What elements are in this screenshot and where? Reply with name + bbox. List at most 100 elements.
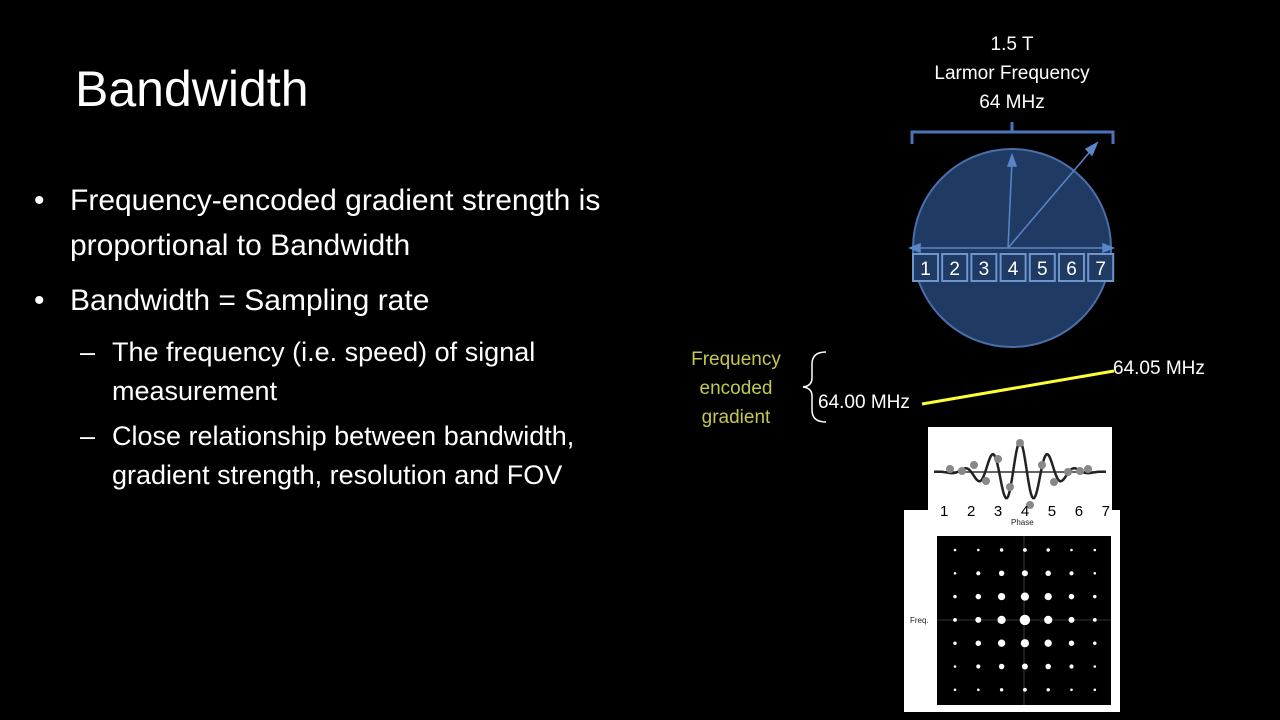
kspace-dot <box>1069 664 1074 669</box>
field-strength: 1.5 T <box>990 34 1034 55</box>
kspace-dot <box>1092 618 1097 622</box>
signal-number: 6 <box>1074 503 1084 520</box>
voxel-box <box>941 253 969 282</box>
kspace-dot <box>999 548 1004 552</box>
kspace-dot <box>1023 548 1027 552</box>
bullet-gradient-strength: • Frequency-encoded gradient strength is… <box>34 178 674 268</box>
signal-number: 1 <box>940 503 949 520</box>
signal-samples <box>946 439 1092 509</box>
gradient-label-line2: encoded <box>699 378 773 399</box>
kspace-dot <box>1019 614 1031 626</box>
kspace-dot <box>1044 615 1053 624</box>
low-frequency-label: 64.00 MHz <box>818 392 910 413</box>
signal-sample-dot <box>970 461 978 469</box>
kspace-dot <box>975 616 982 623</box>
signal-number: 7 <box>1101 503 1110 520</box>
kspace-dot <box>1070 548 1073 552</box>
sub-bullet-text: Close relationship between bandwidth, gr… <box>112 421 575 490</box>
voxel-box <box>912 253 939 282</box>
kspace-dot <box>1069 571 1074 576</box>
signal-sample-dot <box>994 455 1002 463</box>
kspace-dot <box>1020 639 1029 648</box>
kspace-dot <box>1093 665 1097 668</box>
kspace-dot <box>1093 572 1097 575</box>
kspace-dot <box>1070 688 1073 692</box>
kspace-dot <box>1093 548 1097 552</box>
kspace-dot <box>976 664 981 669</box>
sub-bullet-marker: – <box>80 337 96 367</box>
kspace-dot <box>953 665 957 668</box>
sub-bullet-relationship: – Close relationship between bandwidth, … <box>34 417 674 495</box>
kspace-dot <box>1044 592 1052 601</box>
voxel-box <box>970 253 998 282</box>
signal-sample-dot <box>946 465 954 473</box>
voxel-label: 5 <box>1037 259 1048 280</box>
kspace-dot <box>1046 688 1050 692</box>
kspace-dot <box>1045 663 1051 670</box>
bullet-marker: • <box>34 284 45 317</box>
kspace-dot <box>977 548 980 552</box>
sub-bullet-frequency: – The frequency (i.e. speed) of signal m… <box>34 333 674 411</box>
kspace-dot <box>1020 592 1029 601</box>
kspace-dot <box>1093 641 1097 645</box>
voxel-label: 2 <box>949 259 960 280</box>
high-frequency-label: 64.05 MHz <box>1113 358 1205 379</box>
voxel-label: 3 <box>979 259 990 280</box>
bullet-text: Frequency-encoded gradient strength is p… <box>70 184 601 262</box>
kspace-dot <box>997 615 1006 624</box>
signal-sample-dot <box>1016 439 1024 447</box>
signal-sample-dot <box>1076 467 1084 475</box>
slide-title: Bandwidth <box>75 61 309 117</box>
kspace-dot <box>1093 688 1097 692</box>
kspace-dot <box>1068 593 1075 600</box>
bullet-list: • Frequency-encoded gradient strength is… <box>34 178 674 495</box>
field-strength-label: 1.5 T Larmor Frequency 64 MHz <box>912 30 1112 117</box>
kspace-dot <box>997 639 1006 647</box>
kspace-dot <box>1023 687 1027 692</box>
signal-sample-dot <box>958 467 966 475</box>
signal-sample-dot <box>1050 478 1058 486</box>
signal-sample-dot <box>1084 465 1092 473</box>
kspace-dot <box>953 688 957 692</box>
kspace-dot <box>953 548 957 552</box>
kspace-dot <box>1021 663 1028 670</box>
kspace-freq-label: Freq. <box>910 616 929 625</box>
kspace-dot <box>975 593 982 600</box>
kspace-dot <box>999 688 1004 692</box>
kspace-dot <box>998 663 1005 670</box>
signal-sample-dot <box>1064 468 1072 476</box>
kspace-dot <box>977 688 980 692</box>
voxel-label: 6 <box>1066 259 1077 280</box>
precession-arrows <box>907 141 1116 254</box>
kspace-grid <box>937 536 1111 705</box>
field-bracket <box>910 122 1115 144</box>
kspace-dots <box>937 536 1111 705</box>
kspace-dot <box>953 641 957 645</box>
gradient-label-line3: gradient <box>701 407 771 428</box>
bullet-sampling-rate: • Bandwidth = Sampling rate <box>34 278 674 323</box>
kspace-phase-label: Phase <box>1011 518 1034 527</box>
kspace-dot <box>1068 640 1075 646</box>
voxel-label: 4 <box>1008 259 1019 280</box>
gradient-brace <box>802 351 827 423</box>
sub-bullet-text: The frequency (i.e. speed) of signal mea… <box>112 337 536 406</box>
kspace-dot <box>953 594 957 599</box>
signal-wave-plot <box>934 439 1106 509</box>
bullet-text: Bandwidth = Sampling rate <box>70 284 430 317</box>
signal-number: 4 <box>1020 503 1030 520</box>
kspace-dot <box>976 571 981 576</box>
signal-number: 2 <box>966 503 976 520</box>
voxel-box <box>999 253 1027 282</box>
voxel-label: 7 <box>1095 259 1106 280</box>
signal-number: 5 <box>1047 503 1057 520</box>
gradient-label: Frequency encoded gradient <box>680 345 792 432</box>
sub-bullet-marker: – <box>80 421 96 451</box>
gradient-line <box>921 369 1115 406</box>
kspace-dot <box>1093 594 1097 599</box>
voxel-box <box>1028 253 1056 282</box>
signal-number: 3 <box>993 503 1003 520</box>
signal-sample-dot <box>1006 483 1014 491</box>
